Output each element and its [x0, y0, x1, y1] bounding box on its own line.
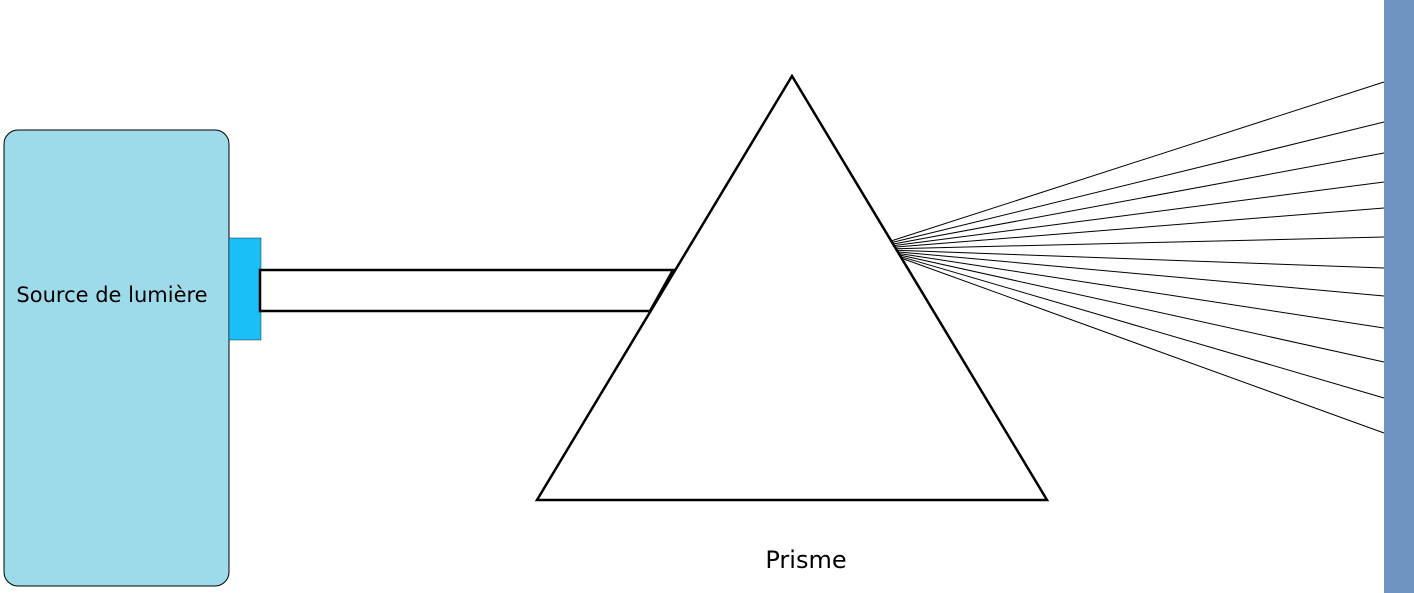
light-source-nozzle [228, 237, 262, 341]
dispersed-ray [898, 252, 1385, 329]
dispersed-ray [892, 152, 1385, 245]
dispersed-ray [900, 257, 1385, 434]
dispersed-ray [891, 121, 1385, 244]
light-source-label: Source de lumière [16, 283, 207, 307]
dispersed-ray [896, 249, 1385, 269]
dispersed-ray [894, 207, 1385, 248]
dispersed-ray [890, 81, 1385, 242]
projection-screen [1384, 0, 1414, 593]
prism-triangle [534, 73, 1050, 502]
light-source-box [3, 129, 230, 587]
dispersed-ray [897, 251, 1385, 297]
incident-light-beam [258, 268, 676, 313]
dispersed-ray [895, 236, 1385, 250]
dispersed-rays [890, 81, 1385, 434]
prism-label: Prisme [765, 546, 846, 574]
dispersed-ray [899, 255, 1385, 399]
dispersed-ray [899, 254, 1385, 363]
dispersed-ray [893, 181, 1385, 247]
